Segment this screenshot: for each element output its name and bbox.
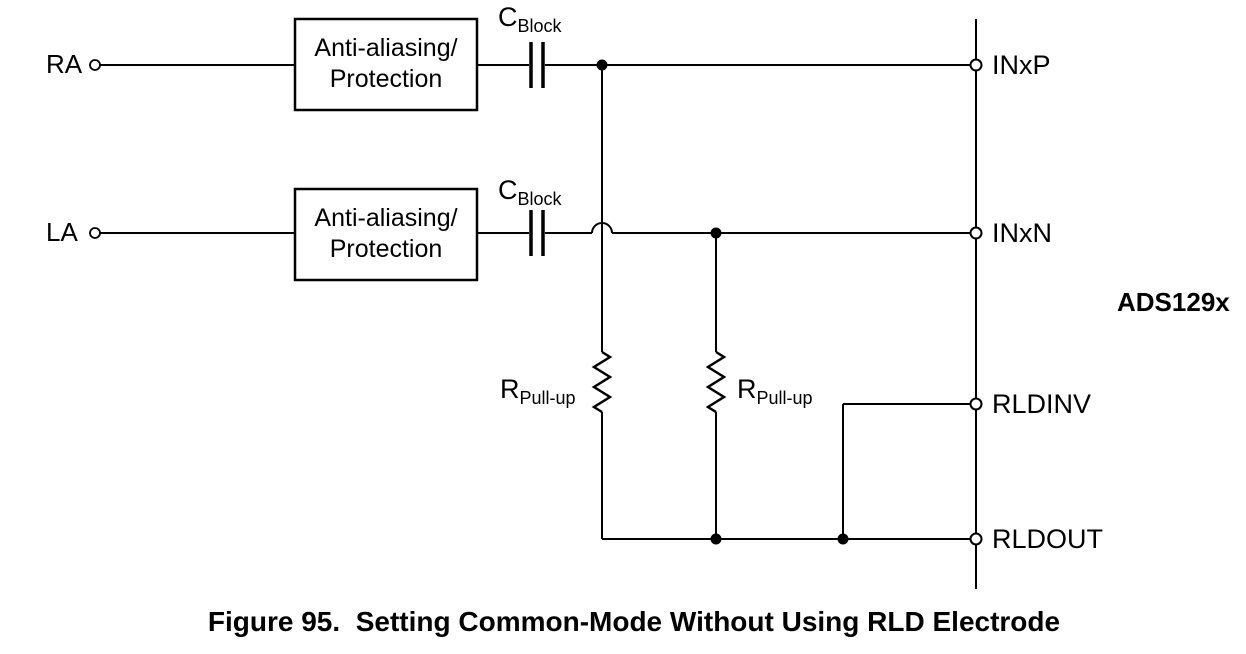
rpullup-label-2: RPull-up bbox=[737, 374, 813, 408]
antialiasing-box-2-line2: Protection bbox=[330, 235, 443, 263]
junction-dot-la-branch bbox=[710, 227, 722, 239]
rpullup-resistor-2 bbox=[705, 350, 727, 414]
rpullup-resistor-1 bbox=[591, 350, 613, 414]
rldinv-pin-label: RLDINV bbox=[992, 389, 1091, 419]
ra-terminal-label: RA bbox=[46, 49, 83, 79]
inxn-pin-circle bbox=[969, 226, 983, 240]
antialiasing-box-1 bbox=[293, 17, 479, 112]
inxp-pin-label: INxP bbox=[992, 50, 1051, 80]
inxp-pin-circle bbox=[969, 58, 983, 72]
chip-name-label: ADS129x bbox=[1117, 287, 1230, 317]
junction-dot-rldout-rldinv bbox=[837, 533, 849, 545]
rpullup-label-1: RPull-up bbox=[500, 374, 576, 408]
figure-caption: Figure 95. Setting Common-Mode Without U… bbox=[208, 606, 1060, 637]
cblock-label-1: CBlock bbox=[498, 2, 563, 36]
antialiasing-box-1-line1: Anti-aliasing/ bbox=[314, 34, 457, 62]
antialiasing-box-2-line1: Anti-aliasing/ bbox=[314, 204, 457, 232]
rldinv-pin-circle bbox=[969, 397, 983, 411]
junction-dot-ra-branch bbox=[596, 59, 608, 71]
rldout-pin-label: RLDOUT bbox=[992, 524, 1103, 554]
antialiasing-box-1-line2: Protection bbox=[330, 65, 443, 93]
la-terminal-label: LA bbox=[46, 217, 78, 247]
rldout-pin-circle bbox=[969, 532, 983, 546]
ra-terminal-circle bbox=[89, 59, 101, 71]
inxn-pin-label: INxN bbox=[992, 218, 1052, 248]
la-terminal-circle bbox=[89, 227, 101, 239]
antialiasing-box-2 bbox=[293, 187, 479, 282]
junction-dot-rldout-branch-b bbox=[710, 533, 722, 545]
cblock-label-2: CBlock bbox=[498, 175, 563, 209]
